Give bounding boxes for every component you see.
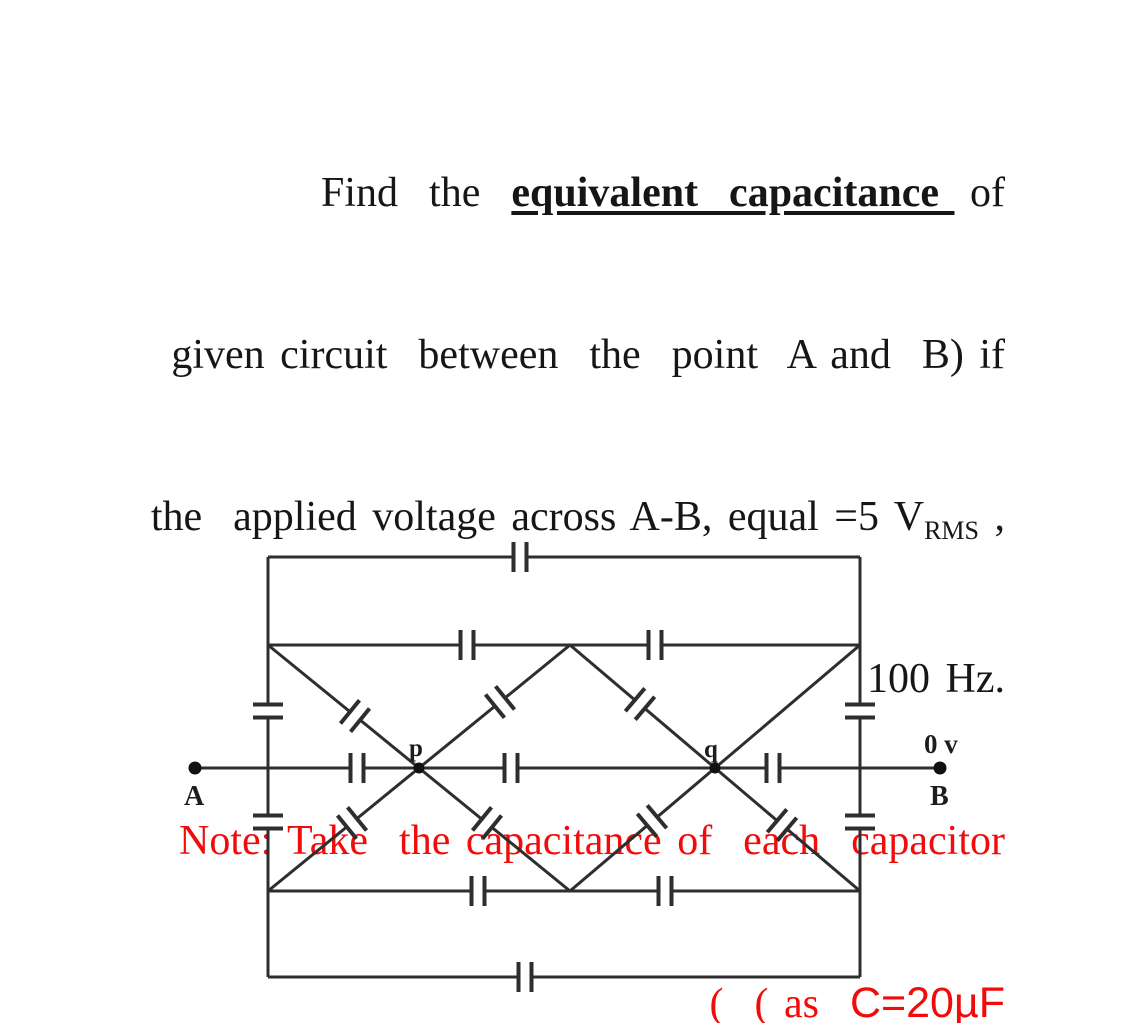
capacitor-plate <box>494 685 517 711</box>
node-dot-A <box>188 761 202 775</box>
note-line-1: Note: Take the capacitance of each capac… <box>179 818 1005 864</box>
problem-line-2: given circuit between the point A and B)… <box>171 332 1005 378</box>
problem-statement: Find the equivalent capacitance of given… <box>0 58 1005 1023</box>
node-dot-q <box>709 762 721 774</box>
node-label-q: q <box>704 736 718 763</box>
capacitor-plate <box>775 816 799 842</box>
node-dot-B <box>933 761 947 775</box>
capacitor-plate <box>335 814 358 840</box>
problem-line-3: the applied voltage across A-B, equal =5… <box>0 490 1005 544</box>
problem-line-4: 100 Hz. <box>867 656 1005 702</box>
node-label-A: A <box>184 781 205 812</box>
capacitor-plate <box>765 808 789 834</box>
capacitor-plate <box>623 687 647 713</box>
line3-suffix: , <box>979 494 1006 540</box>
note-line2-prefix: ( ( as <box>709 981 850 1023</box>
capacitor-plate <box>470 806 493 832</box>
capacitor-plate <box>481 814 504 840</box>
capacitor-plate <box>338 699 361 725</box>
line3-prefix: the applied voltage across A-B, equal =5… <box>150 494 925 540</box>
capacitor-plate <box>349 707 372 733</box>
note-line-2: ( ( as C=20µF <box>0 976 1005 1023</box>
node-dot-p <box>413 762 425 774</box>
capacitor-plate <box>346 806 369 832</box>
line3-subscript: RMS <box>924 516 979 545</box>
line1-prefix: Find the <box>321 170 512 216</box>
problem-line-1: Find the equivalent capacitance of <box>0 166 1005 220</box>
capacitor-plate <box>645 804 669 830</box>
line1-emphasized: equivalent capacitance <box>511 170 955 216</box>
node-label-v0: 0 v <box>924 729 958 759</box>
capacitor-plate <box>483 693 506 719</box>
capacitor-plate <box>635 812 659 838</box>
capacitor-plate <box>633 695 657 721</box>
line1-suffix: of <box>954 170 1005 216</box>
capacitance-value: C=20µF <box>849 979 1005 1023</box>
node-label-p: p <box>409 735 423 762</box>
node-label-B: B <box>930 781 949 812</box>
